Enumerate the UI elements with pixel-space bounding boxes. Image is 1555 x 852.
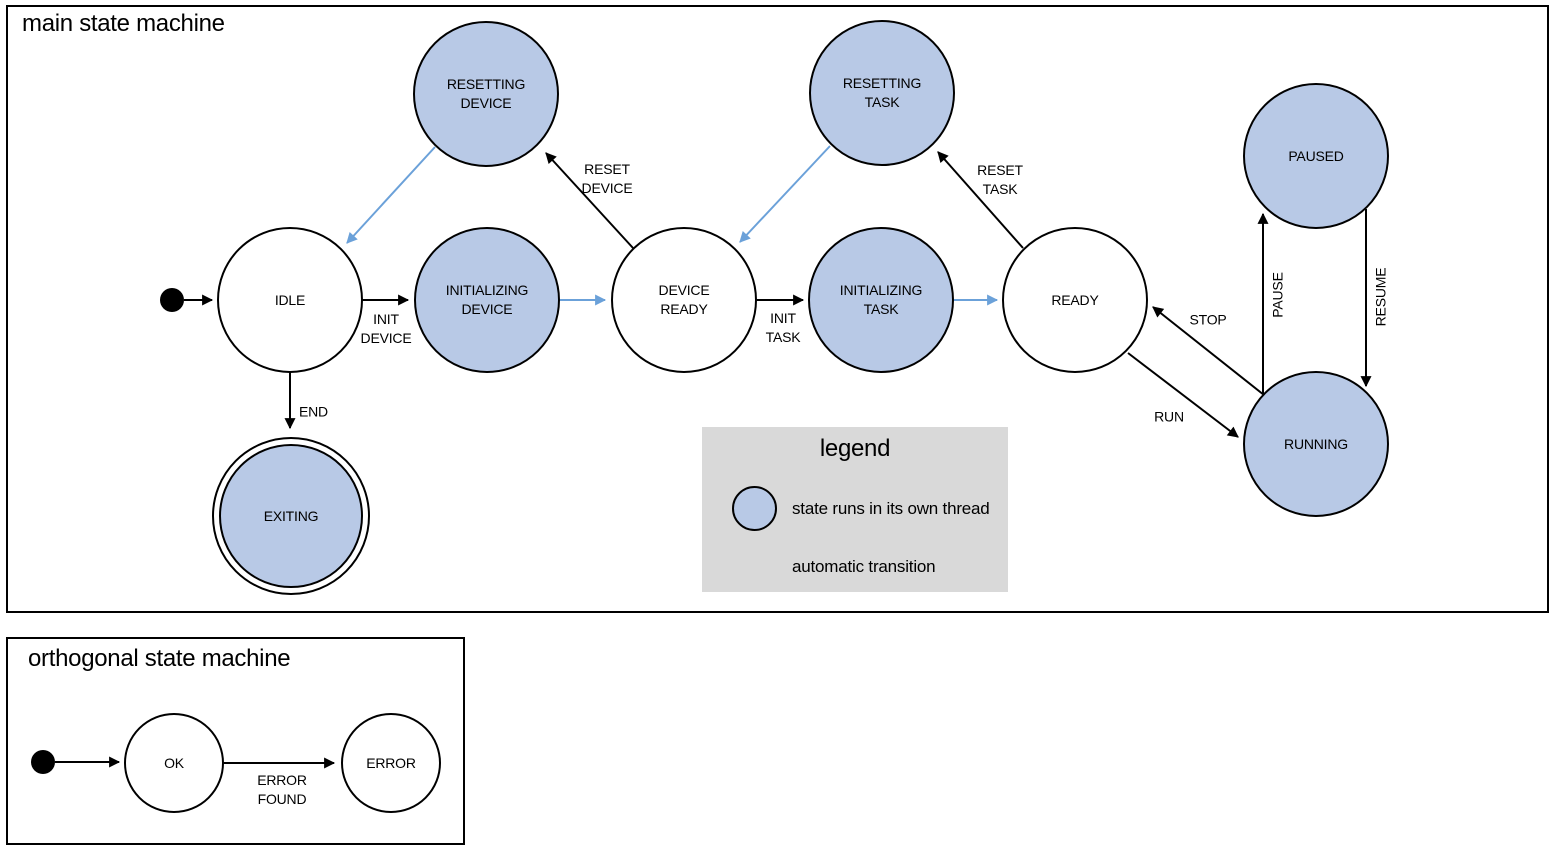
state-ready-label: READY bbox=[1051, 291, 1099, 308]
legend-auto-item-label: automatic transition bbox=[792, 557, 936, 576]
state-exiting-label: EXITING bbox=[263, 508, 319, 524]
state-exiting-inner-ring: EXITING bbox=[219, 444, 363, 588]
transition-label-stop: STOP bbox=[1189, 311, 1227, 328]
transition-label-end: END bbox=[299, 403, 328, 420]
state-resetting-device-label: RESETTING DEVICE bbox=[446, 76, 526, 111]
state-initializing-device-label: INITIALIZING DEVICE bbox=[445, 282, 529, 317]
state-initializing-task-label: INITIALIZING TASK bbox=[839, 282, 923, 317]
initial-state-dot-main bbox=[160, 288, 184, 312]
state-idle: IDLE bbox=[217, 227, 363, 373]
state-ready: READY bbox=[1002, 227, 1148, 373]
orthogonal-state-machine-frame bbox=[6, 637, 465, 845]
legend-threaded-state-icon bbox=[732, 486, 777, 531]
main-state-machine-title: main state machine bbox=[22, 10, 225, 37]
state-error-label: ERROR bbox=[366, 755, 416, 771]
state-error: ERROR bbox=[341, 713, 441, 813]
state-running: RUNNING bbox=[1243, 371, 1389, 517]
state-exiting: EXITING bbox=[212, 437, 370, 595]
state-paused: PAUSED bbox=[1243, 83, 1389, 229]
transition-label-init-task: INIT TASK bbox=[765, 310, 801, 345]
state-resetting-device: RESETTING DEVICE bbox=[413, 21, 559, 167]
state-device-ready: DEVICE READY bbox=[611, 227, 757, 373]
orthogonal-state-machine-title: orthogonal state machine bbox=[28, 645, 291, 672]
state-ok-label: OK bbox=[164, 755, 184, 771]
state-idle-label: IDLE bbox=[274, 291, 306, 308]
transition-label-reset-device: RESET DEVICE bbox=[581, 161, 633, 196]
initial-state-dot-orthogonal bbox=[31, 750, 55, 774]
state-ok: OK bbox=[124, 713, 224, 813]
state-initializing-device: INITIALIZING DEVICE bbox=[414, 227, 560, 373]
transition-label-pause: PAUSE bbox=[1269, 272, 1286, 318]
state-resetting-task-label: RESETTING TASK bbox=[842, 75, 922, 110]
state-running-label: RUNNING bbox=[1284, 435, 1348, 452]
state-initializing-task: INITIALIZING TASK bbox=[808, 227, 954, 373]
transition-label-init-device: INIT DEVICE bbox=[360, 311, 412, 346]
transition-label-error-found: ERROR FOUND bbox=[257, 772, 307, 807]
legend-box: legend state runs in its own thread auto… bbox=[702, 427, 1008, 592]
state-paused-label: PAUSED bbox=[1288, 147, 1344, 164]
transition-label-resume: RESUME bbox=[1372, 267, 1389, 327]
main-state-machine-frame bbox=[6, 5, 1549, 613]
legend-title: legend bbox=[819, 435, 891, 462]
transition-label-reset-task: RESET TASK bbox=[977, 162, 1023, 197]
state-device-ready-label: DEVICE READY bbox=[658, 282, 710, 317]
transition-label-run: RUN bbox=[1154, 408, 1184, 425]
legend-thread-item-label: state runs in its own thread bbox=[792, 499, 990, 518]
state-resetting-task: RESETTING TASK bbox=[809, 20, 955, 166]
